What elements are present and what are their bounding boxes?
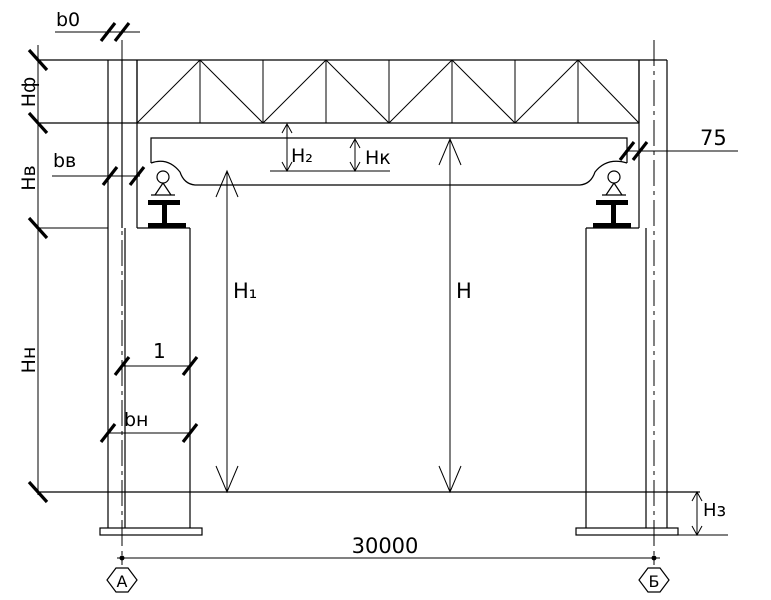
right-crane-wheel: [602, 170, 626, 196]
right-column: [575, 60, 679, 536]
span-label: 30000: [352, 534, 419, 558]
b-v-dimension: [52, 166, 146, 186]
axis-marker-a: А: [106, 567, 138, 593]
b-n-label: bн: [124, 409, 148, 431]
span-dimension: [117, 555, 660, 561]
axis-b-label: Б: [649, 572, 660, 591]
dim-75-label: 75: [700, 126, 727, 150]
left-column: [99, 60, 203, 536]
h-z-label: Hз: [703, 500, 726, 521]
h-k-dimension: [349, 137, 361, 173]
dim-1-dimension: [113, 356, 199, 376]
h-v-label: Hв: [18, 165, 40, 191]
left-dimension-chain: [27, 45, 108, 504]
axis-a-label: А: [117, 572, 128, 591]
b-v-label: bв: [53, 150, 76, 172]
b0-label: b0: [56, 9, 80, 31]
dim-1-label: 1: [153, 339, 166, 363]
right-rail-beam: [593, 200, 631, 228]
h-1-label: H₁: [233, 279, 257, 303]
h-2-dimension: [270, 122, 390, 173]
h-k-label: Hк: [365, 147, 391, 169]
h-1-dimension: [215, 169, 239, 494]
h-total-label: H: [456, 279, 472, 303]
h-total-dimension: [438, 137, 462, 494]
left-crane-wheel: [151, 170, 175, 196]
dim-75-dimension: [618, 141, 738, 161]
axis-marker-b: Б: [638, 567, 670, 593]
h-z-dimension: [665, 490, 728, 537]
b0-dimension: [55, 22, 140, 42]
h-n-label: Hн: [18, 347, 40, 374]
h-f-label: Hф: [18, 77, 40, 108]
left-rail-beam: [148, 200, 186, 228]
h-2-label: H₂: [291, 145, 313, 167]
b-n-dimension: [99, 423, 199, 443]
roof-truss: [40, 59, 667, 124]
